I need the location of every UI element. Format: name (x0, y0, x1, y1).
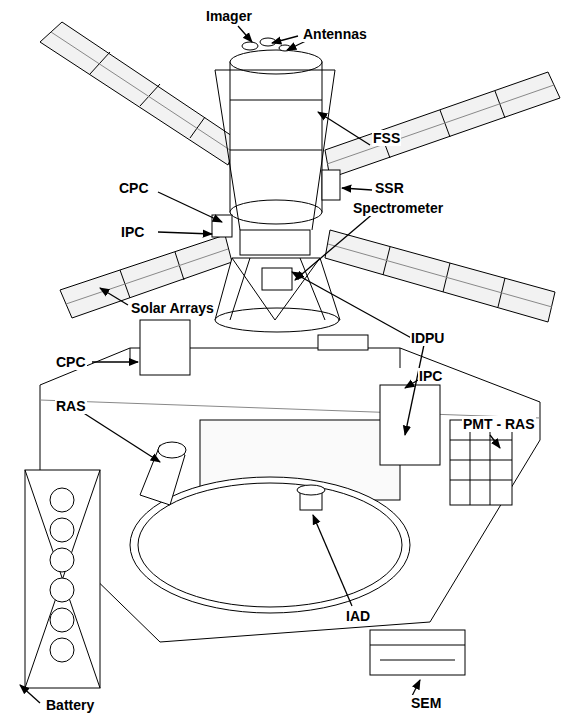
part-label: Solar Arrays (130, 300, 215, 316)
part-label: PMT - RAS (462, 416, 536, 432)
part-label: Spectrometer (352, 200, 444, 216)
part-label: SEM (410, 695, 442, 711)
part-label: IPC (120, 224, 145, 240)
part-label: IDPU (410, 330, 445, 346)
part-label: FSS (372, 130, 401, 146)
part-label: CPC (55, 354, 87, 370)
part-label: IAD (345, 608, 371, 624)
part-label: SSR (374, 180, 405, 196)
part-label: Imager (205, 8, 253, 24)
part-label: IPC (418, 368, 443, 384)
part-label: RAS (55, 398, 87, 414)
part-label: CPC (118, 180, 150, 196)
part-label: Antennas (302, 26, 368, 42)
part-label: Battery (45, 697, 95, 713)
